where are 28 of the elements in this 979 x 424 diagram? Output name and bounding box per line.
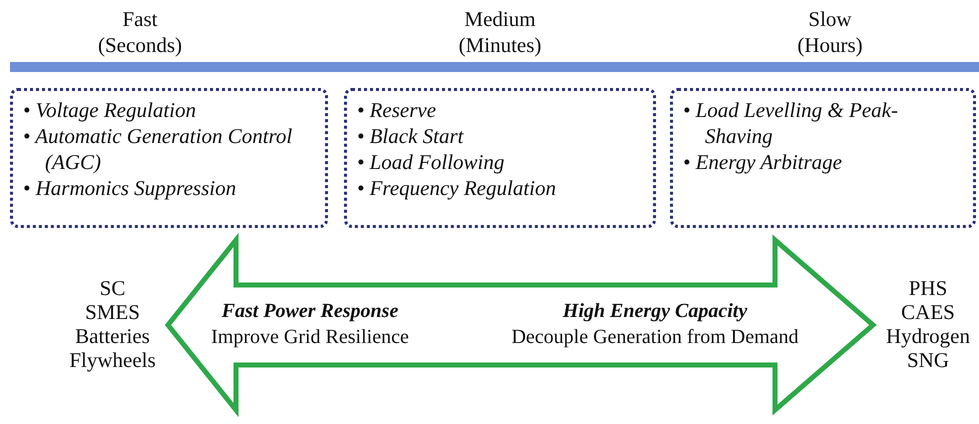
bullet-list-box (344, 88, 656, 228)
technology-name: CAES (900, 300, 956, 324)
technology-name: Hydrogen (885, 324, 971, 348)
list-item: • Load Following (357, 149, 506, 175)
list-item: • Reserve (357, 97, 438, 123)
feature-description: Improve Grid Resilience (210, 326, 410, 349)
timescale-heading: Slow (Hours) (797, 6, 863, 58)
double-arrow (164, 232, 877, 418)
list-item: • Black Start (357, 123, 465, 149)
feature-title: Fast Power Response (220, 300, 400, 323)
bullet-list-box (670, 88, 976, 228)
list-item: • Load Levelling & Peak-Shaving (683, 97, 899, 149)
technology-name: SMES (84, 300, 141, 324)
feature-description: Decouple Generation from Demand (510, 326, 800, 349)
technology-name: Batteries (74, 324, 151, 348)
list-item: • Automatic Generation Control (AGC) (23, 123, 294, 175)
list-item: • Energy Arbitrage (683, 149, 843, 175)
timescale-heading: Fast (Seconds) (98, 6, 182, 58)
technology-name: Flywheels (68, 348, 157, 372)
bullet-list-box (10, 88, 328, 228)
list-item: • Harmonics Suppression (23, 175, 238, 201)
technology-name: SNG (906, 348, 950, 372)
feature-title: High Energy Capacity (562, 300, 748, 323)
list-item: • Voltage Regulation (23, 97, 197, 123)
list-item: • Frequency Regulation (357, 175, 558, 201)
timescale-heading: Medium (Minutes) (458, 6, 542, 58)
technology-name: SC (98, 276, 126, 300)
technology-name: PHS (908, 276, 948, 300)
